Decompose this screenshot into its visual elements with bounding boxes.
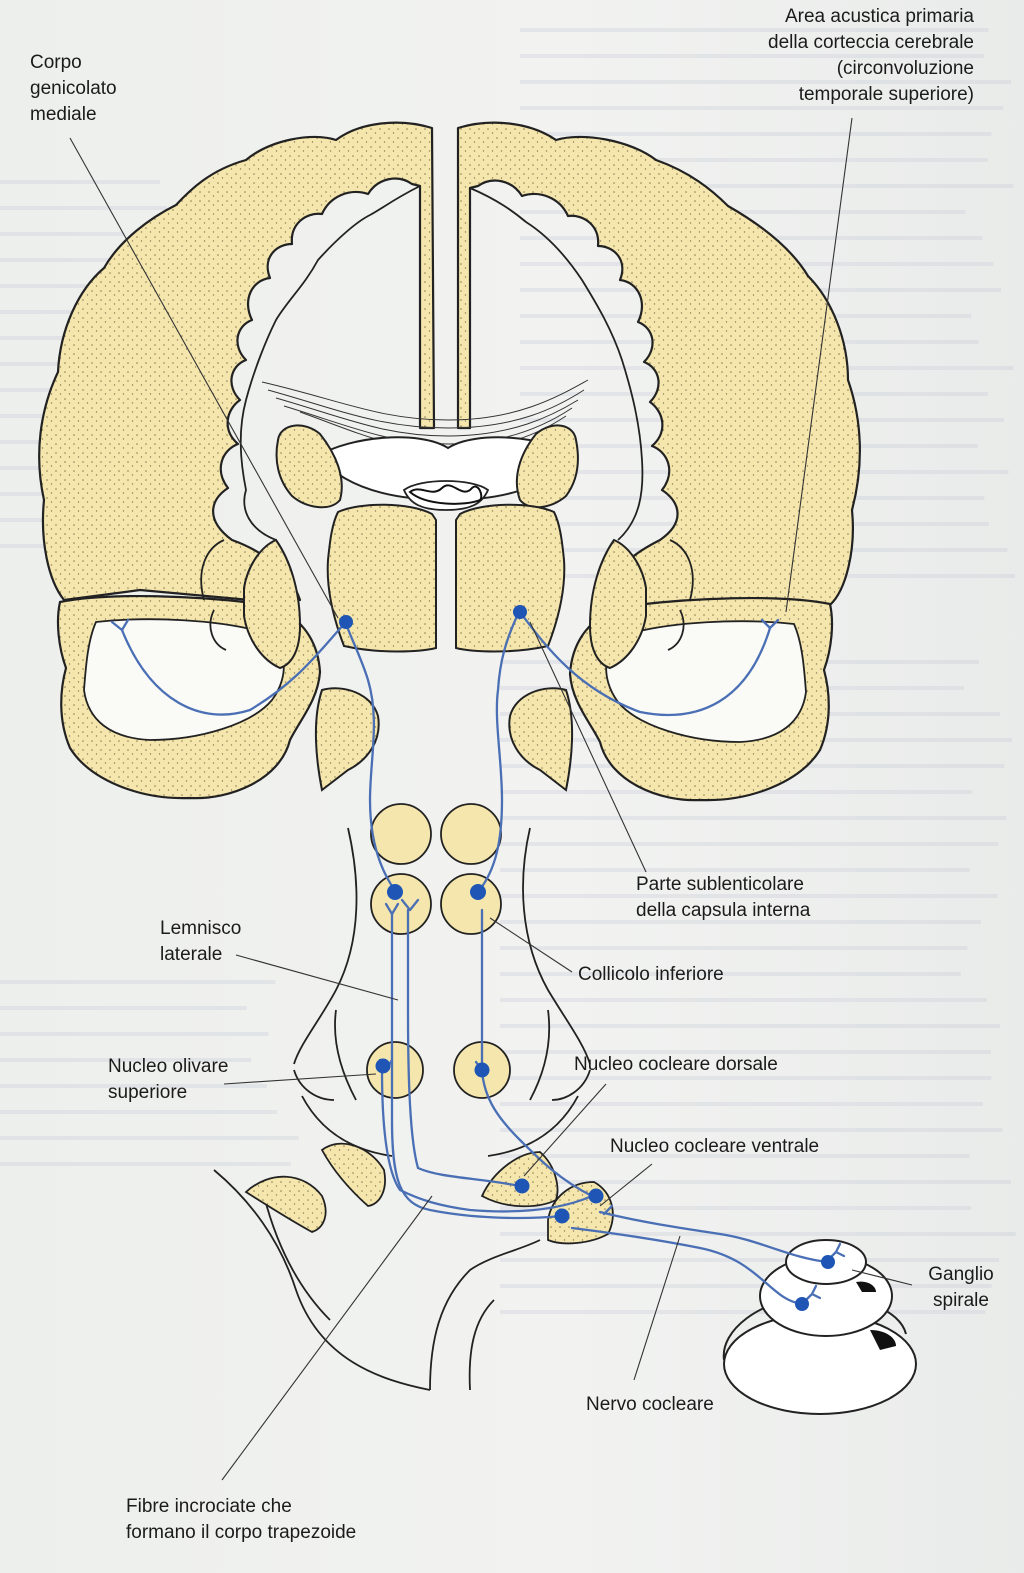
label-line: temporale superiore) [798,84,974,105]
background-text-line [0,180,161,184]
background-text-line [500,1284,992,1288]
background-text-line [520,28,989,32]
background-text-line [0,284,141,288]
white-matter-outline [239,185,644,541]
background-text-line [500,816,1007,820]
background-text-line [500,920,981,924]
background-text-line [0,1162,291,1166]
background-text-line [500,1024,1001,1028]
background-text-line [500,894,998,898]
background-text-line [0,1110,278,1114]
insula-outlines [200,539,694,651]
background-text-line [0,1058,252,1062]
background-text-line [0,336,123,340]
label-fibre-incrociate: Fibre incrociate che formano il corpo tr… [126,1494,356,1546]
background-text-line [500,842,999,846]
background-text-line [0,258,157,262]
label-nucleo-cocleare-dorsale: Nucleo cocleare dorsale [574,1054,778,1075]
left-temporal-lobe [56,594,322,800]
inferior-colliculi [370,873,502,935]
label-line: della corteccia cerebrale [768,32,974,53]
background-text-line [500,1102,983,1106]
hippocampal-region [314,687,574,792]
label-line: mediale [30,104,97,125]
background-text-line [0,980,276,984]
label-line: Area acustica primaria [784,6,974,27]
label-line: laterale [160,944,223,965]
background-text-line [500,1232,1016,1236]
background-text-line [500,868,970,872]
label-line: Fibre incrociate che [126,1496,292,1517]
label-line: formano il corpo trapezoide [126,1522,357,1543]
label-parte-sublenticolare: Parte sublenticolare della capsula inter… [636,872,810,924]
neuron-somata [339,605,835,1311]
background-text-line [500,998,987,1002]
label-line: Lemnisco [160,918,242,939]
label-area-acustica-primaria: Area acustica primaria della corteccia c… [700,4,974,108]
background-text-line [520,210,966,214]
background-text-line [0,206,167,210]
background-text-line [500,972,961,976]
cerebellar-nuclei [244,1142,386,1233]
label-line: superiore [108,1082,188,1103]
label-line: spirale [933,1290,989,1311]
label-nucleo-olivare-superiore: Nucleo olivare superiore [108,1054,228,1106]
lentiform-nuclei [243,538,647,670]
background-text-line [500,946,968,950]
medulla-outline [213,1095,579,1391]
right-temporal-lobe [568,596,834,802]
leader-lines [69,117,913,1481]
label-line: (circonvoluzione [836,58,974,79]
label-ganglio-spirale: Ganglio spirale [916,1262,1006,1314]
background-text-line [0,1084,267,1088]
label-line: Nucleo olivare [108,1056,229,1077]
label-line: Parte sublenticolare [636,874,804,895]
caudate-nuclei [275,424,579,509]
label-corpo-genicolato-mediale: Corpo genicolato mediale [30,50,117,128]
auditory-pathway-fibers [110,610,846,1306]
background-text-line [500,1206,972,1210]
background-text-line [520,106,1004,110]
background-text-line [0,1136,299,1140]
background-text-line [500,1050,991,1054]
thalamus [326,503,566,653]
background-text-line [500,1258,1000,1262]
background-text-line [520,80,1012,84]
background-text-line [0,1032,269,1036]
background-text-line [0,232,124,236]
label-lemnisco-laterale: Lemnisco laterale [160,916,241,968]
right-hemisphere [456,121,861,607]
superior-colliculi [370,803,502,865]
cochlea [722,1239,917,1415]
background-text-line [520,132,992,136]
background-text-line [500,1310,986,1314]
brainstem-outline [293,827,591,1101]
background-text-line [500,1180,1011,1184]
background-text-line [500,1128,1003,1132]
background-text-line [500,1154,970,1158]
label-nervo-cocleare: Nervo cocleare [586,1394,714,1415]
background-text-line [520,184,1014,188]
left-hemisphere [38,121,436,602]
label-nucleo-cocleare-ventrale: Nucleo cocleare ventrale [610,1136,820,1157]
background-text-line [0,1006,247,1010]
background-text-line [500,1076,992,1080]
background-text-line [520,54,985,58]
label-line: della capsula interna [636,900,811,921]
label-line: Ganglio [928,1264,994,1285]
background-text-line [520,158,988,162]
label-line: genicolato [30,78,117,99]
label-line: Corpo [30,52,82,73]
label-collicolo-inferiore: Collicolo inferiore [578,964,724,985]
